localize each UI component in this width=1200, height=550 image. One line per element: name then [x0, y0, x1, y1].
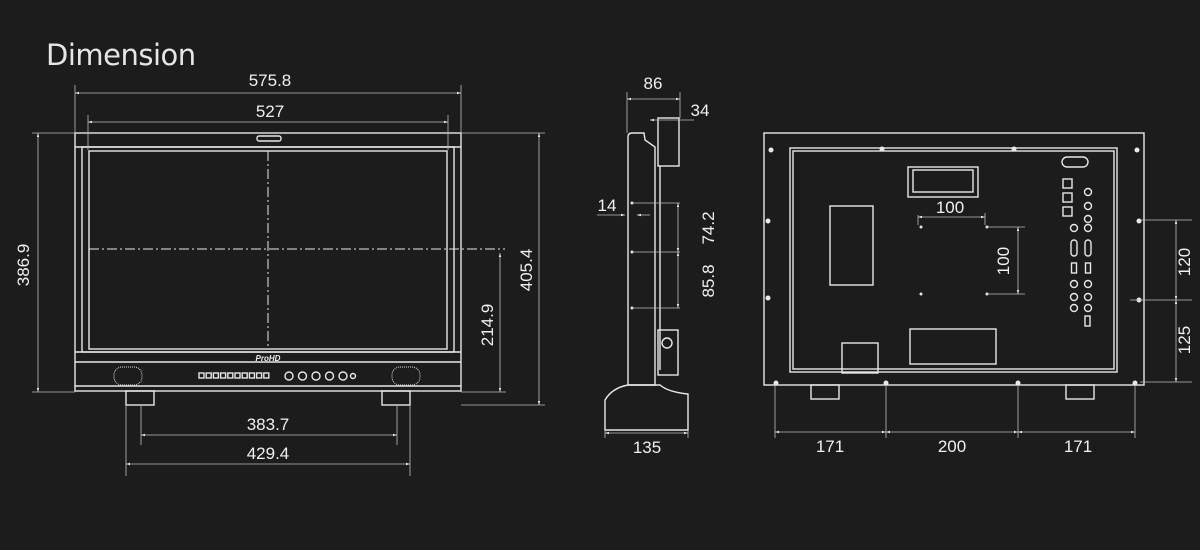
front-knob: [338, 371, 348, 381]
dim-screen-width: 527: [256, 102, 284, 121]
usb-port: [1084, 315, 1091, 327]
front-small-button: [205, 372, 212, 379]
io-ports: [1062, 178, 1093, 327]
bnc-connector: [1083, 187, 1093, 197]
bnc-connector: [1083, 292, 1093, 302]
hdmi-port: [1084, 262, 1092, 274]
speaker-grille-right: [391, 366, 421, 386]
screw: [773, 380, 779, 386]
screw: [1015, 380, 1021, 386]
screw: [768, 147, 774, 153]
xlr-connectors: [841, 342, 879, 374]
front-small-button: [241, 372, 248, 379]
serial-port: [1084, 239, 1092, 257]
dim-rear-center-span: 200: [938, 437, 966, 456]
front-small-button: [227, 372, 234, 379]
front-knob: [284, 371, 294, 381]
rear-view: 100 100 171 200 171 120 125: [763, 132, 1194, 456]
front-small-button: [198, 372, 205, 379]
foot-left: [125, 390, 155, 406]
screw: [883, 380, 889, 386]
front-small-button: [255, 372, 263, 379]
screw: [765, 218, 771, 224]
speaker-grille-left: [113, 366, 143, 386]
dim-center-height: 214.9: [478, 304, 497, 347]
dim-back-module: 34: [691, 101, 710, 120]
front-small-button: [212, 372, 220, 379]
foot-right: [381, 390, 411, 406]
screw: [1136, 218, 1142, 224]
mounting-screws: [765, 146, 1142, 386]
bnc-connector: [1069, 303, 1079, 313]
screw: [1134, 147, 1140, 153]
front-knob: [297, 371, 308, 381]
rear-foot-left: [810, 384, 840, 400]
screw: [1132, 380, 1138, 386]
dim-foot-outer-span: 429.4: [247, 444, 290, 463]
dim-overall-width: 575.8: [249, 71, 292, 90]
dim-rear-upper-vertical: 120: [1175, 248, 1194, 276]
dim-base-depth: 135: [633, 438, 661, 457]
dim-vesa-vertical: 100: [994, 247, 1013, 275]
front-view: ProHD 575.8 527 386.9 405.4 214.9 383.7 …: [14, 71, 545, 476]
side-view: 86 34 14 74.2 85.8 135: [597, 74, 718, 457]
ethernet-port: [1062, 192, 1073, 203]
ethernet-port: [1062, 178, 1073, 189]
front-knob: [324, 371, 335, 381]
dim-lower-hole-spacing: 85.8: [699, 264, 718, 297]
front-small-button: [263, 372, 270, 379]
dim-rear-left-span: 171: [816, 437, 844, 456]
front-buttons: [198, 371, 357, 381]
hdmi-port: [1070, 262, 1078, 274]
dim-vesa-horizontal: 100: [936, 198, 964, 217]
bnc-connector: [1069, 223, 1079, 233]
bnc-connector: [1083, 279, 1093, 289]
dim-rear-right-span: 171: [1064, 437, 1092, 456]
rear-foot-right: [1065, 384, 1095, 400]
dim-upper-hole-spacing: 74.2: [699, 211, 718, 244]
front-small-button: [219, 372, 227, 379]
front-knob: [311, 371, 321, 381]
front-small-button: [248, 372, 256, 379]
screw: [1011, 146, 1017, 152]
screw: [879, 146, 885, 152]
page-title: Dimension: [46, 38, 196, 72]
ethernet-port: [1062, 206, 1073, 217]
serial-port: [1070, 239, 1078, 257]
v-mount-plate: [829, 205, 874, 286]
front-small-button: [234, 372, 241, 379]
front-power-led: [349, 372, 357, 380]
bnc-connector: [1083, 303, 1093, 313]
dim-rear-lower-vertical: 125: [1175, 326, 1194, 354]
dim-body-height: 386.9: [14, 244, 33, 287]
dim-overall-height: 405.4: [517, 249, 536, 292]
dim-side-depth: 86: [644, 74, 663, 93]
bnc-connector: [1083, 214, 1093, 224]
bnc-connector: [1083, 201, 1093, 211]
bnc-connector: [1083, 223, 1093, 233]
bnc-connector: [1069, 279, 1079, 289]
bnc-connector: [1069, 292, 1079, 302]
dim-foot-inner-span: 383.7: [247, 415, 290, 434]
screw: [765, 295, 771, 301]
dim-side-offset: 14: [598, 196, 617, 215]
power-module: [909, 328, 997, 365]
brand-logo: ProHD: [256, 354, 281, 363]
